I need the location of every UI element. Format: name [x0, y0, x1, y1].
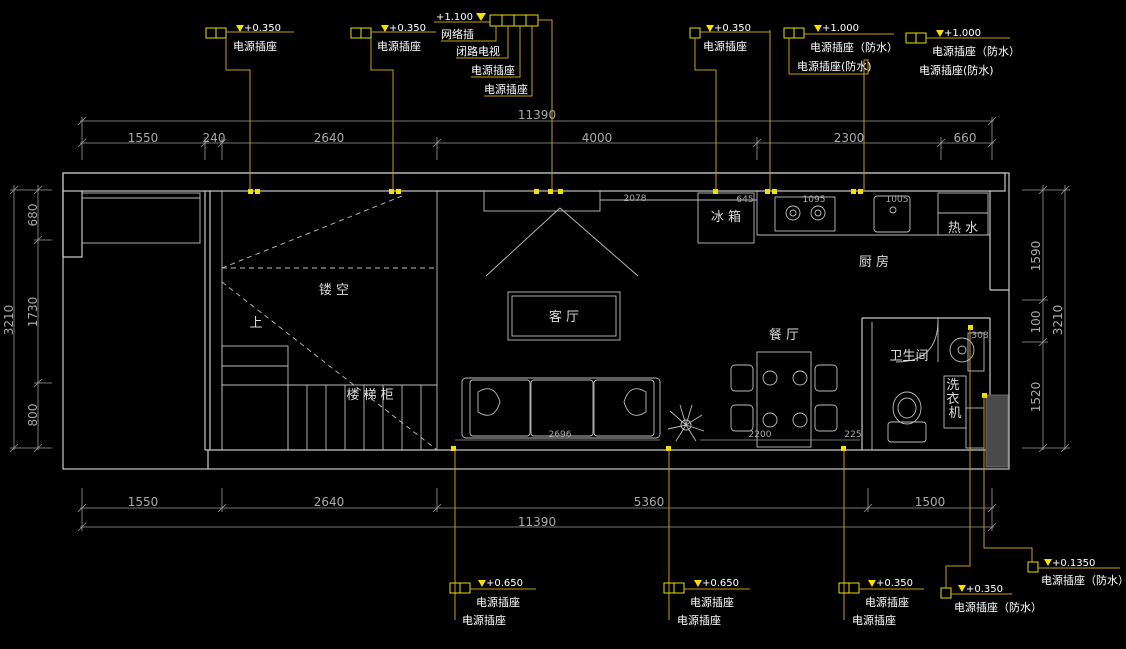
label-top-3d: 电源插座 [484, 82, 528, 96]
label-top-3b: 闭路电视 [456, 44, 500, 58]
annotation-top-5: +1.000 电源插座（防水） 电源插座(防水) [769, 23, 898, 190]
label-top-5a: 电源插座（防水） [810, 40, 898, 54]
dim-308: 308 [971, 331, 988, 341]
dim-top-2: 240 [203, 131, 226, 145]
dim-1095: 1095 [803, 195, 826, 205]
dim-bottom-1: 1550 [128, 495, 159, 509]
elev-bottom-4: +0.350 [966, 584, 1003, 595]
elev-top-2: +0.350 [389, 23, 426, 34]
label-top-5b: 电源插座(防水) [797, 59, 872, 73]
label-top-2: 电源插座 [377, 39, 421, 53]
label-bottom-3b: 电源插座 [852, 613, 896, 627]
label-top-3c: 电源插座 [471, 63, 515, 77]
elev-bottom-2: +0.650 [702, 578, 739, 589]
dim-top-3: 2640 [314, 131, 345, 145]
elev-top-1: +0.350 [244, 23, 281, 34]
plant [667, 404, 705, 442]
elev-top-4: +0.350 [714, 23, 751, 34]
dim-645: 645 [736, 195, 753, 205]
elev-bottom-3: +0.350 [876, 578, 913, 589]
dim-bottom-4: 1500 [915, 495, 946, 509]
walls [62, 172, 1010, 470]
label-bottom-1b: 电源插座 [462, 613, 506, 627]
label-bottom-3a: 电源插座 [865, 595, 909, 609]
right-dimension-lines: 1590 100 1520 3210 [1022, 185, 1070, 453]
dim-left-2: 1730 [26, 297, 40, 328]
label-bottom-2a: 电源插座 [690, 595, 734, 609]
dim-bottom-total: 11390 [518, 515, 556, 529]
dim-225: 225 [844, 430, 861, 440]
dim-1005: 1005 [886, 195, 909, 205]
room-bathroom-label: 卫生间 [889, 349, 928, 364]
label-top-4: 电源插座 [703, 39, 747, 53]
stair-up-label: 上 [249, 316, 262, 331]
dim-top-5: 2300 [834, 131, 865, 145]
dim-right-3: 1520 [1029, 382, 1043, 413]
annotation-top-2: +0.350 电源插座 [350, 23, 436, 190]
dim-2200: 2200 [749, 430, 772, 440]
dim-bottom-3: 5360 [634, 495, 665, 509]
label-bottom-2b: 电源插座 [677, 613, 721, 627]
dim-left-3: 800 [26, 404, 40, 427]
label-bottom-1a: 电源插座 [476, 595, 520, 609]
dim-bottom-2: 2640 [314, 495, 345, 509]
label-top-3a: 网络插 [441, 27, 474, 41]
dim-top-1: 1550 [128, 131, 159, 145]
dim-left-1: 680 [26, 204, 40, 227]
label-top-1: 电源插座 [233, 39, 277, 53]
annotation-bottom-5: +0.1350 电源插座（防水） [983, 396, 1126, 587]
room-kitchen-label: 厨 房 [859, 254, 889, 270]
annotation-top-6: +1.000 电源插座（防水） 电源插座(防水) [905, 28, 1020, 77]
dim-top-6: 660 [954, 131, 977, 145]
elev-top-5: +1.000 [822, 23, 859, 34]
stair-cabinet-label: 楼 梯 柜 [346, 388, 393, 403]
elev-top-6: +1.000 [944, 28, 981, 39]
annotation-bottom-2: +0.650 电源插座 电源插座 [663, 450, 750, 627]
dining-area: 餐 厅 2200 225 [700, 327, 862, 448]
top-dimension-lines: 11390 1550 240 2640 4000 2300 660 [77, 108, 997, 160]
annotation-top-3: +1.100 网络插 闭路电视 电源插座 电源插座 [434, 12, 553, 190]
dim-right-2: 100 [1029, 311, 1043, 334]
water-heater-label: 热 水 [948, 221, 978, 236]
annotation-top-4: +0.350 电源插座 [689, 23, 770, 190]
fridge-label: 冰 箱 [711, 209, 741, 225]
kitchen: 2078 冰 箱 645 1095 1005 热 水 厨 房 [600, 191, 990, 270]
room-living-label: 客 厅 [549, 309, 579, 325]
label-top-6b: 电源插座(防水) [919, 63, 994, 77]
washer-label: 洗 衣 机 [946, 378, 963, 421]
room-void-label: 镂 空 [319, 283, 349, 298]
label-bottom-4: 电源插座（防水） [954, 600, 1042, 614]
annotation-top-1: +0.350 电源插座 [205, 23, 294, 190]
outlet-markers [248, 189, 987, 451]
dim-2078: 2078 [624, 194, 647, 204]
annotation-bottom-3: +0.350 电源插座 电源插座 [838, 450, 924, 627]
living-room: 客 厅 2696 [455, 190, 705, 442]
annotation-bottom-1: +0.650 电源插座 电源插座 [449, 450, 536, 627]
dim-right-1: 1590 [1029, 241, 1043, 272]
label-top-6a: 电源插座（防水） [932, 44, 1020, 58]
void-stair-area: 镂 空 上 楼 梯 柜 [221, 191, 438, 451]
annotation-bottom-4: +0.350 电源插座（防水） [940, 328, 1042, 614]
sofa [461, 377, 661, 439]
dim-right-total: 3210 [1051, 305, 1065, 336]
elev-top-3: +1.100 [436, 12, 473, 23]
elev-bottom-5: +0.1350 [1052, 558, 1095, 569]
bottom-dimension-lines: 1550 2640 5360 1500 11390 [77, 488, 997, 532]
elev-bottom-1: +0.650 [486, 578, 523, 589]
dim-2696: 2696 [549, 430, 572, 440]
bathroom: 卫生间 洗 衣 机 308 [861, 317, 990, 450]
dim-top-4: 4000 [582, 131, 613, 145]
room-dining-label: 餐 厅 [769, 327, 799, 343]
dim-top-total: 11390 [518, 108, 556, 122]
dim-left-total: 3210 [2, 305, 16, 336]
toilet [887, 391, 927, 443]
label-bottom-5: 电源插座（防水） [1041, 573, 1126, 587]
left-dimension-lines: 3210 680 1730 800 [2, 185, 52, 453]
